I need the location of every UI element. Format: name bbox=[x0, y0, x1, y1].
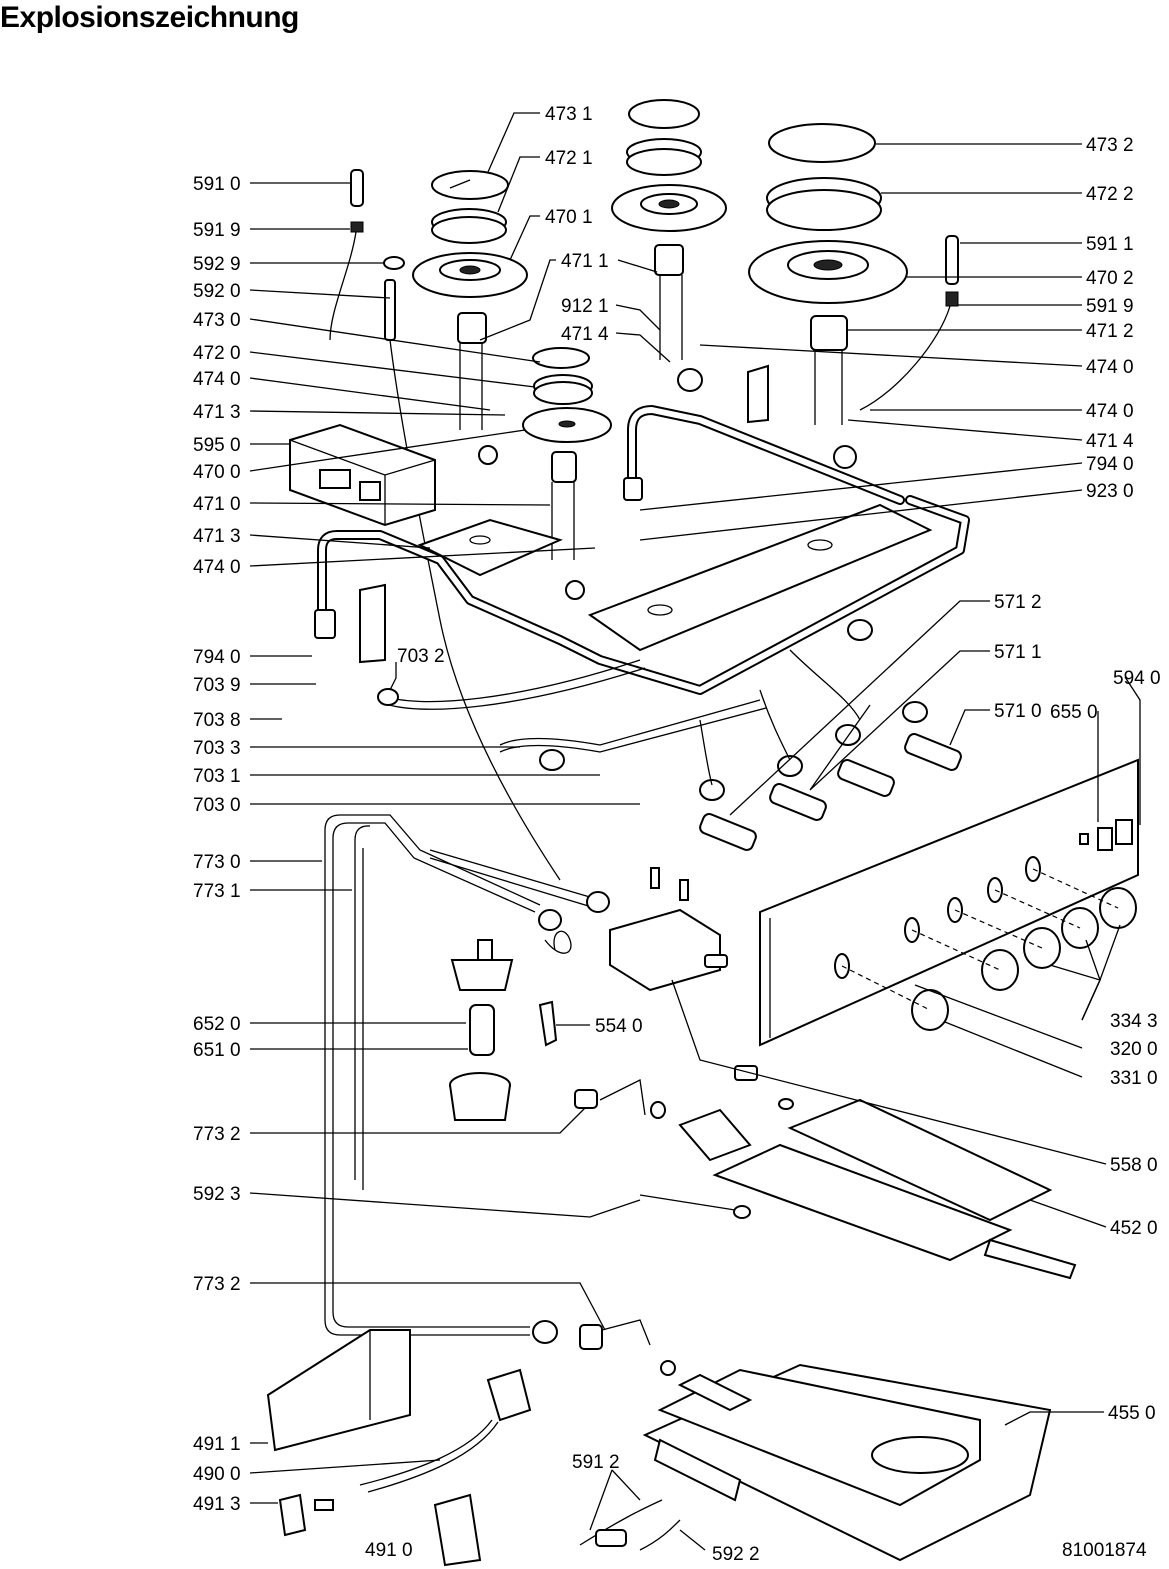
label-452-0: 452 0 bbox=[1110, 1218, 1158, 1239]
label-794-0-b: 794 0 bbox=[1086, 454, 1134, 475]
label-591-9-b: 591 9 bbox=[1086, 296, 1134, 317]
burner-large-right bbox=[748, 123, 908, 469]
label-473-0: 473 0 bbox=[193, 310, 241, 331]
burner-small-left-lower bbox=[522, 347, 612, 600]
label-471-1: 471 1 bbox=[561, 251, 609, 272]
label-558-0: 558 0 bbox=[1110, 1155, 1158, 1176]
label-703-0: 703 0 bbox=[193, 795, 241, 816]
label-320-0: 320 0 bbox=[1110, 1039, 1158, 1060]
label-471-3-b: 471 3 bbox=[193, 526, 241, 547]
gas-manifold-pipe bbox=[314, 405, 970, 695]
hob-frame bbox=[359, 364, 933, 664]
label-471-2: 471 2 bbox=[1086, 321, 1134, 342]
gas-lines bbox=[377, 619, 928, 801]
label-473-1: 473 1 bbox=[545, 104, 593, 125]
label-554-0: 554 0 bbox=[595, 1016, 643, 1037]
label-471-4-b: 471 4 bbox=[1086, 431, 1134, 452]
label-591-9-a: 591 9 bbox=[193, 220, 241, 241]
label-923-0: 923 0 bbox=[1086, 481, 1134, 502]
burner-small-left-top bbox=[412, 170, 528, 465]
oven-lamp bbox=[449, 939, 514, 1121]
control-knobs bbox=[841, 868, 1137, 1031]
label-491-0: 491 0 bbox=[365, 1540, 413, 1561]
label-773-2-b: 773 2 bbox=[193, 1274, 241, 1295]
label-571-1: 571 1 bbox=[994, 642, 1042, 663]
label-912-1: 912 1 bbox=[561, 296, 609, 317]
ignition-plugs bbox=[329, 169, 959, 881]
label-592-2: 592 2 bbox=[712, 1544, 760, 1565]
page-title: Explosionszeichnung bbox=[0, 1, 299, 34]
label-773-1: 773 1 bbox=[193, 881, 241, 902]
label-473-2: 473 2 bbox=[1086, 135, 1134, 156]
label-592-9: 592 9 bbox=[193, 254, 241, 275]
label-703-9: 703 9 bbox=[193, 675, 241, 696]
label-474-0-c: 474 0 bbox=[1086, 357, 1134, 378]
oven-valve bbox=[544, 867, 728, 992]
label-472-0: 472 0 bbox=[193, 343, 241, 364]
label-703-8: 703 8 bbox=[193, 710, 241, 731]
parts-drawing bbox=[266, 99, 1139, 1567]
label-651-0: 651 0 bbox=[193, 1040, 241, 1061]
label-471-0: 471 0 bbox=[193, 494, 241, 515]
label-655-0: 655 0 bbox=[1050, 702, 1098, 723]
label-471-3-a: 471 3 bbox=[193, 402, 241, 423]
label-773-2-a: 773 2 bbox=[193, 1124, 241, 1145]
label-490-0: 490 0 bbox=[193, 1464, 241, 1485]
label-334-3: 334 3 bbox=[1110, 1011, 1158, 1032]
label-474-0-a: 474 0 bbox=[193, 369, 241, 390]
label-571-0: 571 0 bbox=[994, 701, 1042, 722]
label-470-0: 470 0 bbox=[193, 462, 241, 483]
label-470-2: 470 2 bbox=[1086, 268, 1134, 289]
label-474-0-b: 474 0 bbox=[193, 557, 241, 578]
label-470-1: 470 1 bbox=[545, 207, 593, 228]
oven-burner bbox=[574, 1065, 1077, 1280]
gas-taps bbox=[699, 733, 962, 851]
label-592-0: 592 0 bbox=[193, 281, 241, 302]
label-595-0: 595 0 bbox=[193, 435, 241, 456]
thermocouple-bracket bbox=[538, 1000, 558, 1047]
label-591-2: 591 2 bbox=[572, 1452, 620, 1473]
label-474-0-d: 474 0 bbox=[1086, 401, 1134, 422]
label-591-0-a: 591 0 bbox=[193, 174, 241, 195]
label-455-0: 455 0 bbox=[1108, 1403, 1156, 1424]
label-592-3: 592 3 bbox=[193, 1184, 241, 1205]
oven-bottom-burner bbox=[579, 1319, 1052, 1562]
label-703-3: 703 3 bbox=[193, 738, 241, 759]
label-703-1: 703 1 bbox=[193, 766, 241, 787]
ignition-unit bbox=[289, 423, 436, 527]
label-472-1: 472 1 bbox=[545, 148, 593, 169]
label-491-1: 491 1 bbox=[193, 1434, 241, 1455]
label-491-3: 491 3 bbox=[193, 1494, 241, 1515]
leader-lines bbox=[249, 112, 1141, 1551]
label-591-1: 591 1 bbox=[1086, 234, 1134, 255]
part-labels: 591 0 591 9 592 9 592 0 473 0 472 0 474 … bbox=[193, 104, 1161, 1565]
burner-medium-top bbox=[611, 99, 727, 392]
control-panel bbox=[759, 758, 1139, 1047]
label-331-0: 331 0 bbox=[1110, 1068, 1158, 1089]
label-471-4-a: 471 4 bbox=[561, 324, 609, 345]
label-571-2: 571 2 bbox=[994, 592, 1042, 613]
label-652-0: 652 0 bbox=[193, 1014, 241, 1035]
label-703-2: 703 2 bbox=[397, 646, 445, 667]
label-794-0-a: 794 0 bbox=[193, 647, 241, 668]
drawing-number: 81001874 bbox=[1062, 1540, 1147, 1561]
label-594-0: 594 0 bbox=[1113, 668, 1161, 689]
label-773-0: 773 0 bbox=[193, 852, 241, 873]
mains-cable bbox=[266, 1329, 532, 1567]
label-472-2: 472 2 bbox=[1086, 184, 1134, 205]
